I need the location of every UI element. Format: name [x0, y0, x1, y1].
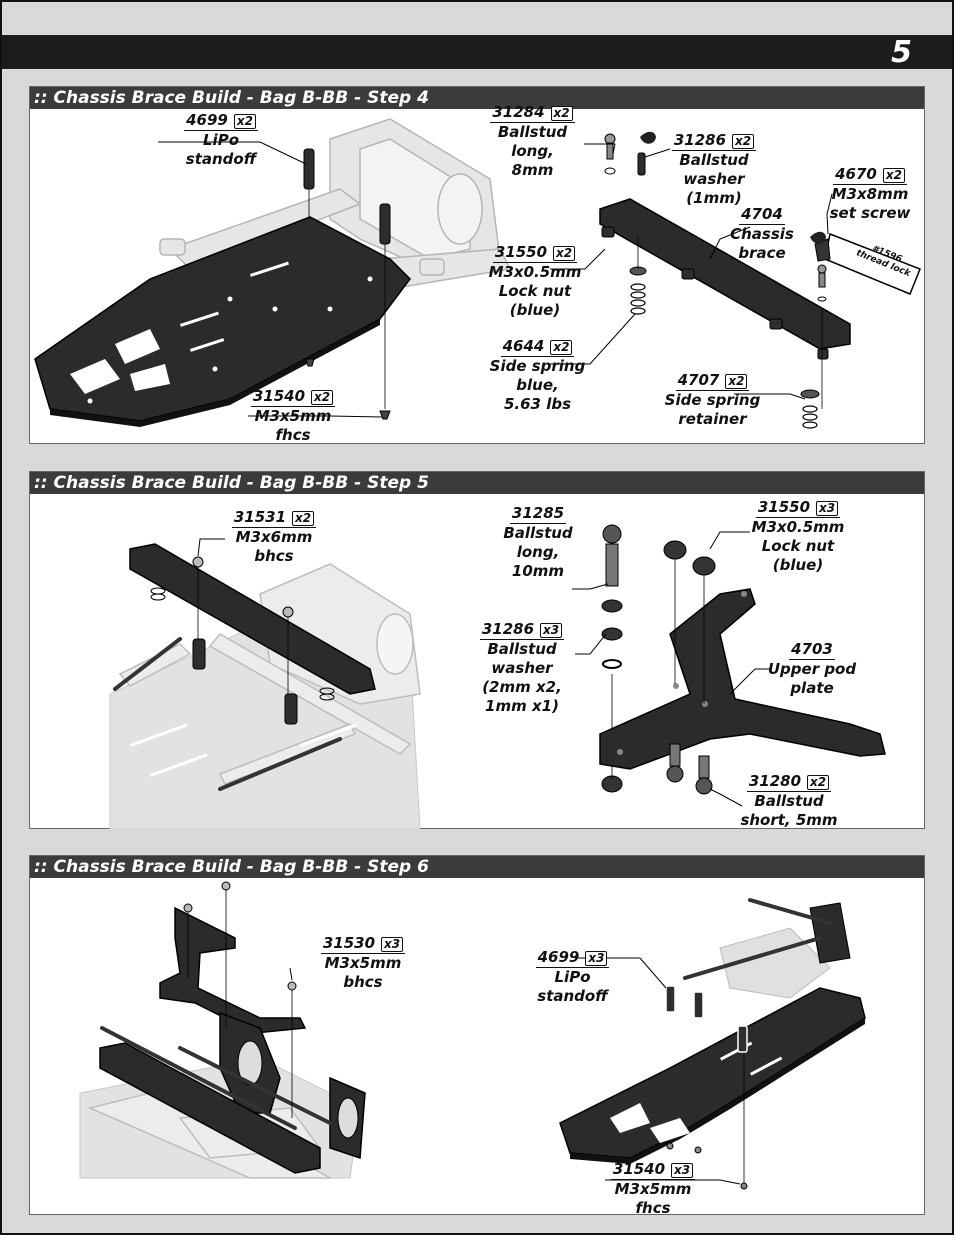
- callout-4704-chassis-brace: 4704 Chassis brace: [730, 205, 794, 262]
- step-6-header: :: Chassis Brace Build - Bag B-BB - Step…: [30, 856, 924, 878]
- step-5-drawing: [109, 524, 886, 829]
- step-5-panel: :: Chassis Brace Build - Bag B-BB - Step…: [29, 471, 925, 829]
- step-5-header: :: Chassis Brace Build - Bag B-BB - Step…: [30, 472, 924, 494]
- callout-4703-upper-pod-plate: 4703 Upper pod plate: [767, 640, 857, 697]
- step-4-panel: :: Chassis Brace Build - Bag B-BB - Step…: [29, 86, 925, 444]
- step-6-drawing: [79, 881, 866, 1190]
- step-6-panel: :: Chassis Brace Build - Bag B-BB - Step…: [29, 855, 925, 1217]
- callout-31285-ballstud-long: 31285 Ballstud long, 10mm: [503, 504, 573, 580]
- step-4-header: :: Chassis Brace Build - Bag B-BB - Step…: [30, 87, 924, 109]
- step-4-drawing: [34, 118, 921, 429]
- page-header-bar: 5: [2, 35, 952, 70]
- page-number: 5: [891, 35, 912, 70]
